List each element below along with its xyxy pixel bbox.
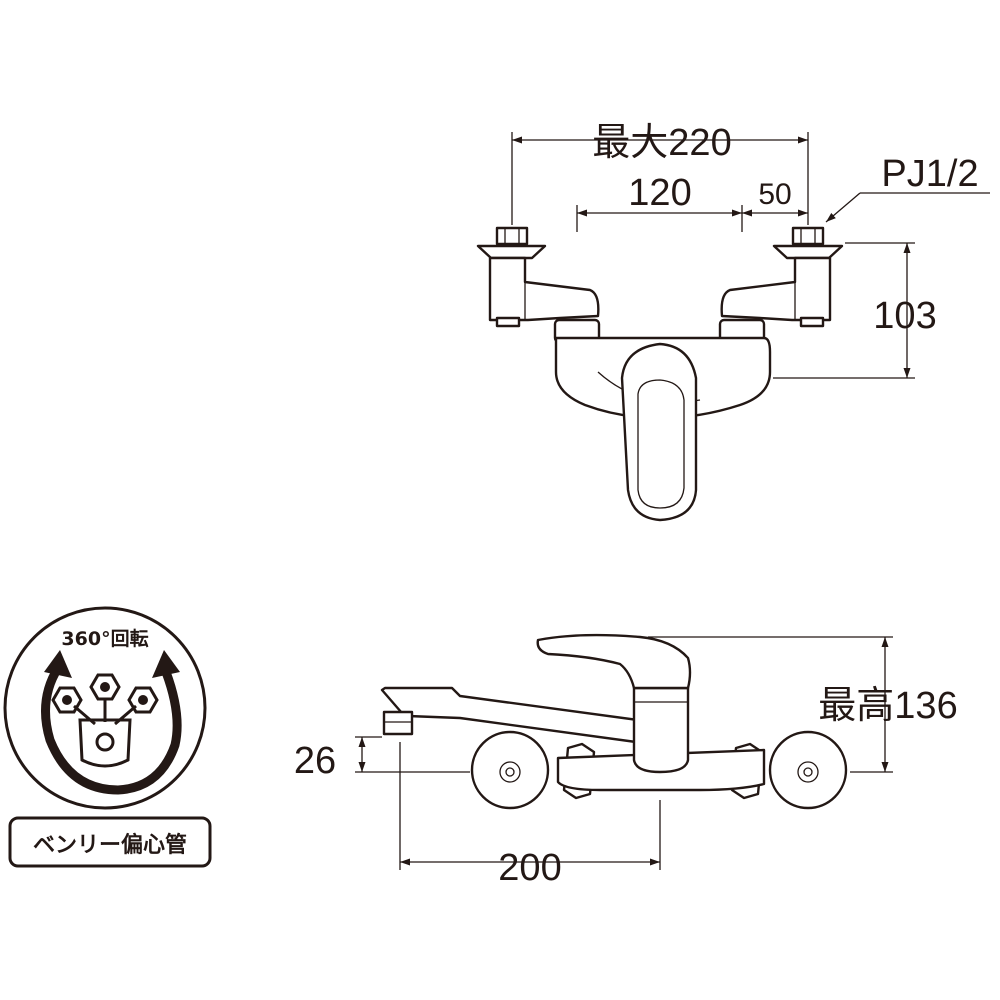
thread-label: PJ1/2 — [881, 153, 978, 195]
spout-reach-label: 200 — [498, 847, 561, 889]
rotation-caption: 360°回転 — [61, 628, 148, 650]
front-view: 最大220 120 50 PJ1/2 103 — [476, 122, 990, 522]
side-view: 最高136 26 200 — [294, 633, 958, 889]
max-width-label: 最大220 — [592, 122, 731, 164]
eccentric-pipe-icon — [51, 673, 159, 768]
badge-label-box — [8, 816, 212, 868]
thread-leader-line — [825, 192, 861, 223]
badge-label: ベンリー偏心管 — [33, 832, 187, 858]
cartridge-body — [632, 686, 690, 774]
max-height-label: 最高136 — [818, 685, 957, 727]
spout-height-label: 26 — [294, 740, 336, 782]
height-103-label: 103 — [873, 295, 936, 337]
adjust-label: 50 — [758, 178, 791, 211]
right-eccentric-pipe — [720, 226, 844, 328]
rotation-arrow-icon — [41, 665, 182, 795]
rotation-badge: 360°回転 ベンリー偏心管 — [3, 606, 212, 868]
right-wall-flange — [768, 730, 848, 810]
lever-handle-side — [536, 633, 692, 690]
left-eccentric-pipe — [476, 226, 600, 328]
left-wall-flange — [470, 730, 550, 810]
lever-handle-front — [620, 342, 698, 522]
center-distance-label: 120 — [628, 172, 691, 214]
